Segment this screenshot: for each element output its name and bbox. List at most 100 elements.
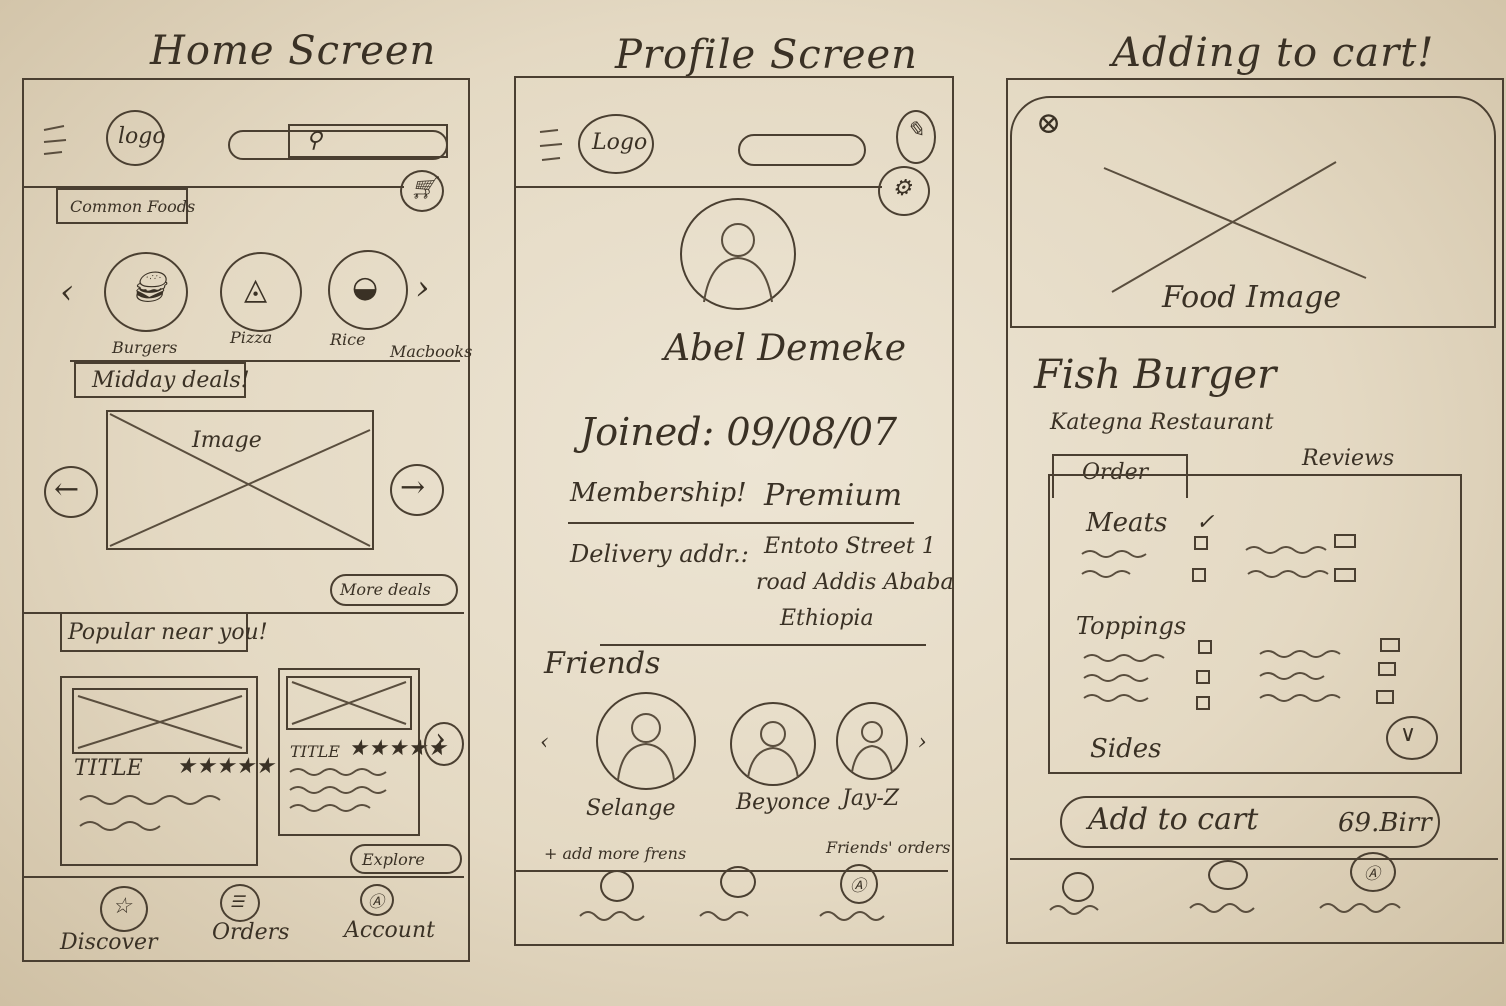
- logo-circle: [578, 114, 654, 174]
- topping-checkbox-2[interactable]: [1196, 670, 1210, 684]
- category-rice[interactable]: [328, 250, 408, 330]
- category-burgers[interactable]: [104, 252, 188, 332]
- meat-checkbox-2[interactable]: [1192, 568, 1206, 582]
- meat-option-1-box[interactable]: [1334, 534, 1356, 548]
- friend-avatar-3[interactable]: [836, 702, 908, 780]
- search-input[interactable]: [288, 124, 448, 158]
- avatar-silhouette-icon: [617, 713, 675, 781]
- orders-icon: ☰: [230, 892, 245, 911]
- meat-checkbox-1[interactable]: [1194, 536, 1208, 550]
- chevron-left-icon[interactable]: ‹: [540, 730, 549, 755]
- nav-orders-label[interactable]: Orders: [212, 920, 290, 945]
- midday-deals-label: Midday deals!: [92, 368, 250, 393]
- profile-avatar[interactable]: [680, 198, 796, 310]
- sides-heading: Sides: [1090, 734, 1162, 764]
- friends-orders-link[interactable]: Friends' orders: [826, 838, 951, 857]
- food-image-container: [1010, 96, 1496, 328]
- expand-options-button[interactable]: [1386, 716, 1438, 760]
- avatar-silhouette-icon: [703, 223, 773, 303]
- nav-icon-discover[interactable]: [600, 870, 634, 902]
- profile-screen-title: Profile Screen: [615, 32, 918, 78]
- home-logo: logo: [118, 124, 166, 149]
- nav-icon-orders[interactable]: [1208, 860, 1248, 890]
- nav-discover-label[interactable]: Discover: [60, 930, 158, 955]
- category-label-burgers: Burgers: [112, 338, 178, 357]
- menu-icon[interactable]: [40, 120, 72, 160]
- explore-button[interactable]: [350, 844, 462, 874]
- meat-option-2-box[interactable]: [1334, 568, 1356, 582]
- discover-nav-icon[interactable]: [100, 886, 148, 932]
- gear-icon: ⚙: [892, 176, 912, 201]
- friend-avatar-2[interactable]: [730, 702, 816, 786]
- topping-option-1-box[interactable]: [1380, 638, 1400, 652]
- delivery-line-2: road Addis Ababa: [756, 570, 954, 595]
- topping-checkbox-3[interactable]: [1196, 696, 1210, 710]
- menu-icon[interactable]: [536, 124, 568, 170]
- search-bar[interactable]: [738, 134, 866, 166]
- card-2-description: [289, 768, 387, 812]
- header-divider: [516, 186, 882, 188]
- account-nav-icon[interactable]: [360, 884, 394, 916]
- friend-avatar-1[interactable]: [596, 692, 696, 790]
- popular-next-button[interactable]: [424, 722, 464, 766]
- chevron-left-icon[interactable]: ‹: [60, 272, 74, 312]
- category-label-pizza: Pizza: [230, 328, 273, 347]
- search-icon[interactable]: ⚲: [306, 128, 323, 153]
- home-screen-frame: [22, 78, 470, 962]
- friend-name-1: Selange: [586, 796, 676, 821]
- card-2-image: [286, 676, 412, 730]
- delivery-label: Delivery addr.:: [570, 540, 749, 568]
- food-image-cross: [1103, 161, 1367, 293]
- tab-reviews[interactable]: Reviews: [1302, 446, 1395, 471]
- topping-option-2-box[interactable]: [1378, 662, 1396, 676]
- meat-options-scribble: [1081, 546, 1329, 578]
- account-icon: Ⓐ: [368, 892, 385, 911]
- deal-image-label: Image: [192, 428, 262, 453]
- friends-heading: Friends: [544, 646, 661, 681]
- logo-circle: [106, 110, 164, 166]
- category-pizza[interactable]: [220, 252, 302, 332]
- nav-labels-scribble: [579, 911, 885, 921]
- profile-logo: Logo: [592, 130, 648, 155]
- card-1-image-cross: [77, 695, 243, 749]
- topping-checkbox-1[interactable]: [1198, 640, 1212, 654]
- membership-divider: [568, 522, 914, 524]
- chevron-right-icon[interactable]: ›: [918, 730, 927, 755]
- delivery-line-3: Ethiopia: [780, 606, 874, 631]
- home-screen-title: Home Screen: [150, 28, 437, 74]
- nav-icon-orders[interactable]: [720, 866, 756, 898]
- avatar-silhouette-icon: [851, 721, 893, 773]
- tab-order-label[interactable]: Order: [1082, 460, 1149, 485]
- arrow-left-icon: ←: [54, 472, 80, 507]
- deal-image[interactable]: [106, 410, 374, 550]
- restaurant-card-2[interactable]: [278, 668, 420, 836]
- deal-image-cross: [109, 413, 371, 547]
- more-deals-button[interactable]: [330, 574, 458, 606]
- chevron-down-icon: ∨: [1400, 722, 1417, 747]
- nav-icon-discover[interactable]: [1062, 872, 1094, 902]
- rice-icon: ◒: [352, 270, 379, 305]
- orders-nav-icon[interactable]: [220, 884, 260, 922]
- user-name: Abel Demeke: [664, 328, 907, 369]
- chevron-right-icon[interactable]: ›: [416, 268, 430, 308]
- add-to-cart-label: Add to cart: [1088, 802, 1259, 837]
- nav-icon-account[interactable]: [840, 864, 878, 904]
- explore-label: Explore: [362, 850, 425, 869]
- edit-icon[interactable]: [896, 110, 936, 164]
- add-to-cart-button[interactable]: [1060, 796, 1440, 848]
- tab-order[interactable]: [1052, 454, 1188, 498]
- add-friends-link[interactable]: + add more frens: [544, 844, 687, 863]
- deals-prev-button[interactable]: [44, 466, 98, 518]
- nav-account-label[interactable]: Account: [344, 918, 435, 943]
- cart-icon[interactable]: [400, 170, 444, 212]
- settings-icon[interactable]: [878, 166, 930, 216]
- nav-icon-account[interactable]: [1350, 852, 1396, 892]
- restaurant-card-1[interactable]: [60, 676, 258, 866]
- close-icon[interactable]: ⊗: [1036, 106, 1062, 141]
- topping-option-3-box[interactable]: [1376, 690, 1394, 704]
- membership-value: Premium: [764, 478, 903, 513]
- deals-next-button[interactable]: [390, 464, 444, 516]
- check-icon: ✓: [1196, 510, 1215, 535]
- restaurant-name: Kategna Restaurant: [1050, 410, 1274, 435]
- card-1-description: [79, 795, 221, 831]
